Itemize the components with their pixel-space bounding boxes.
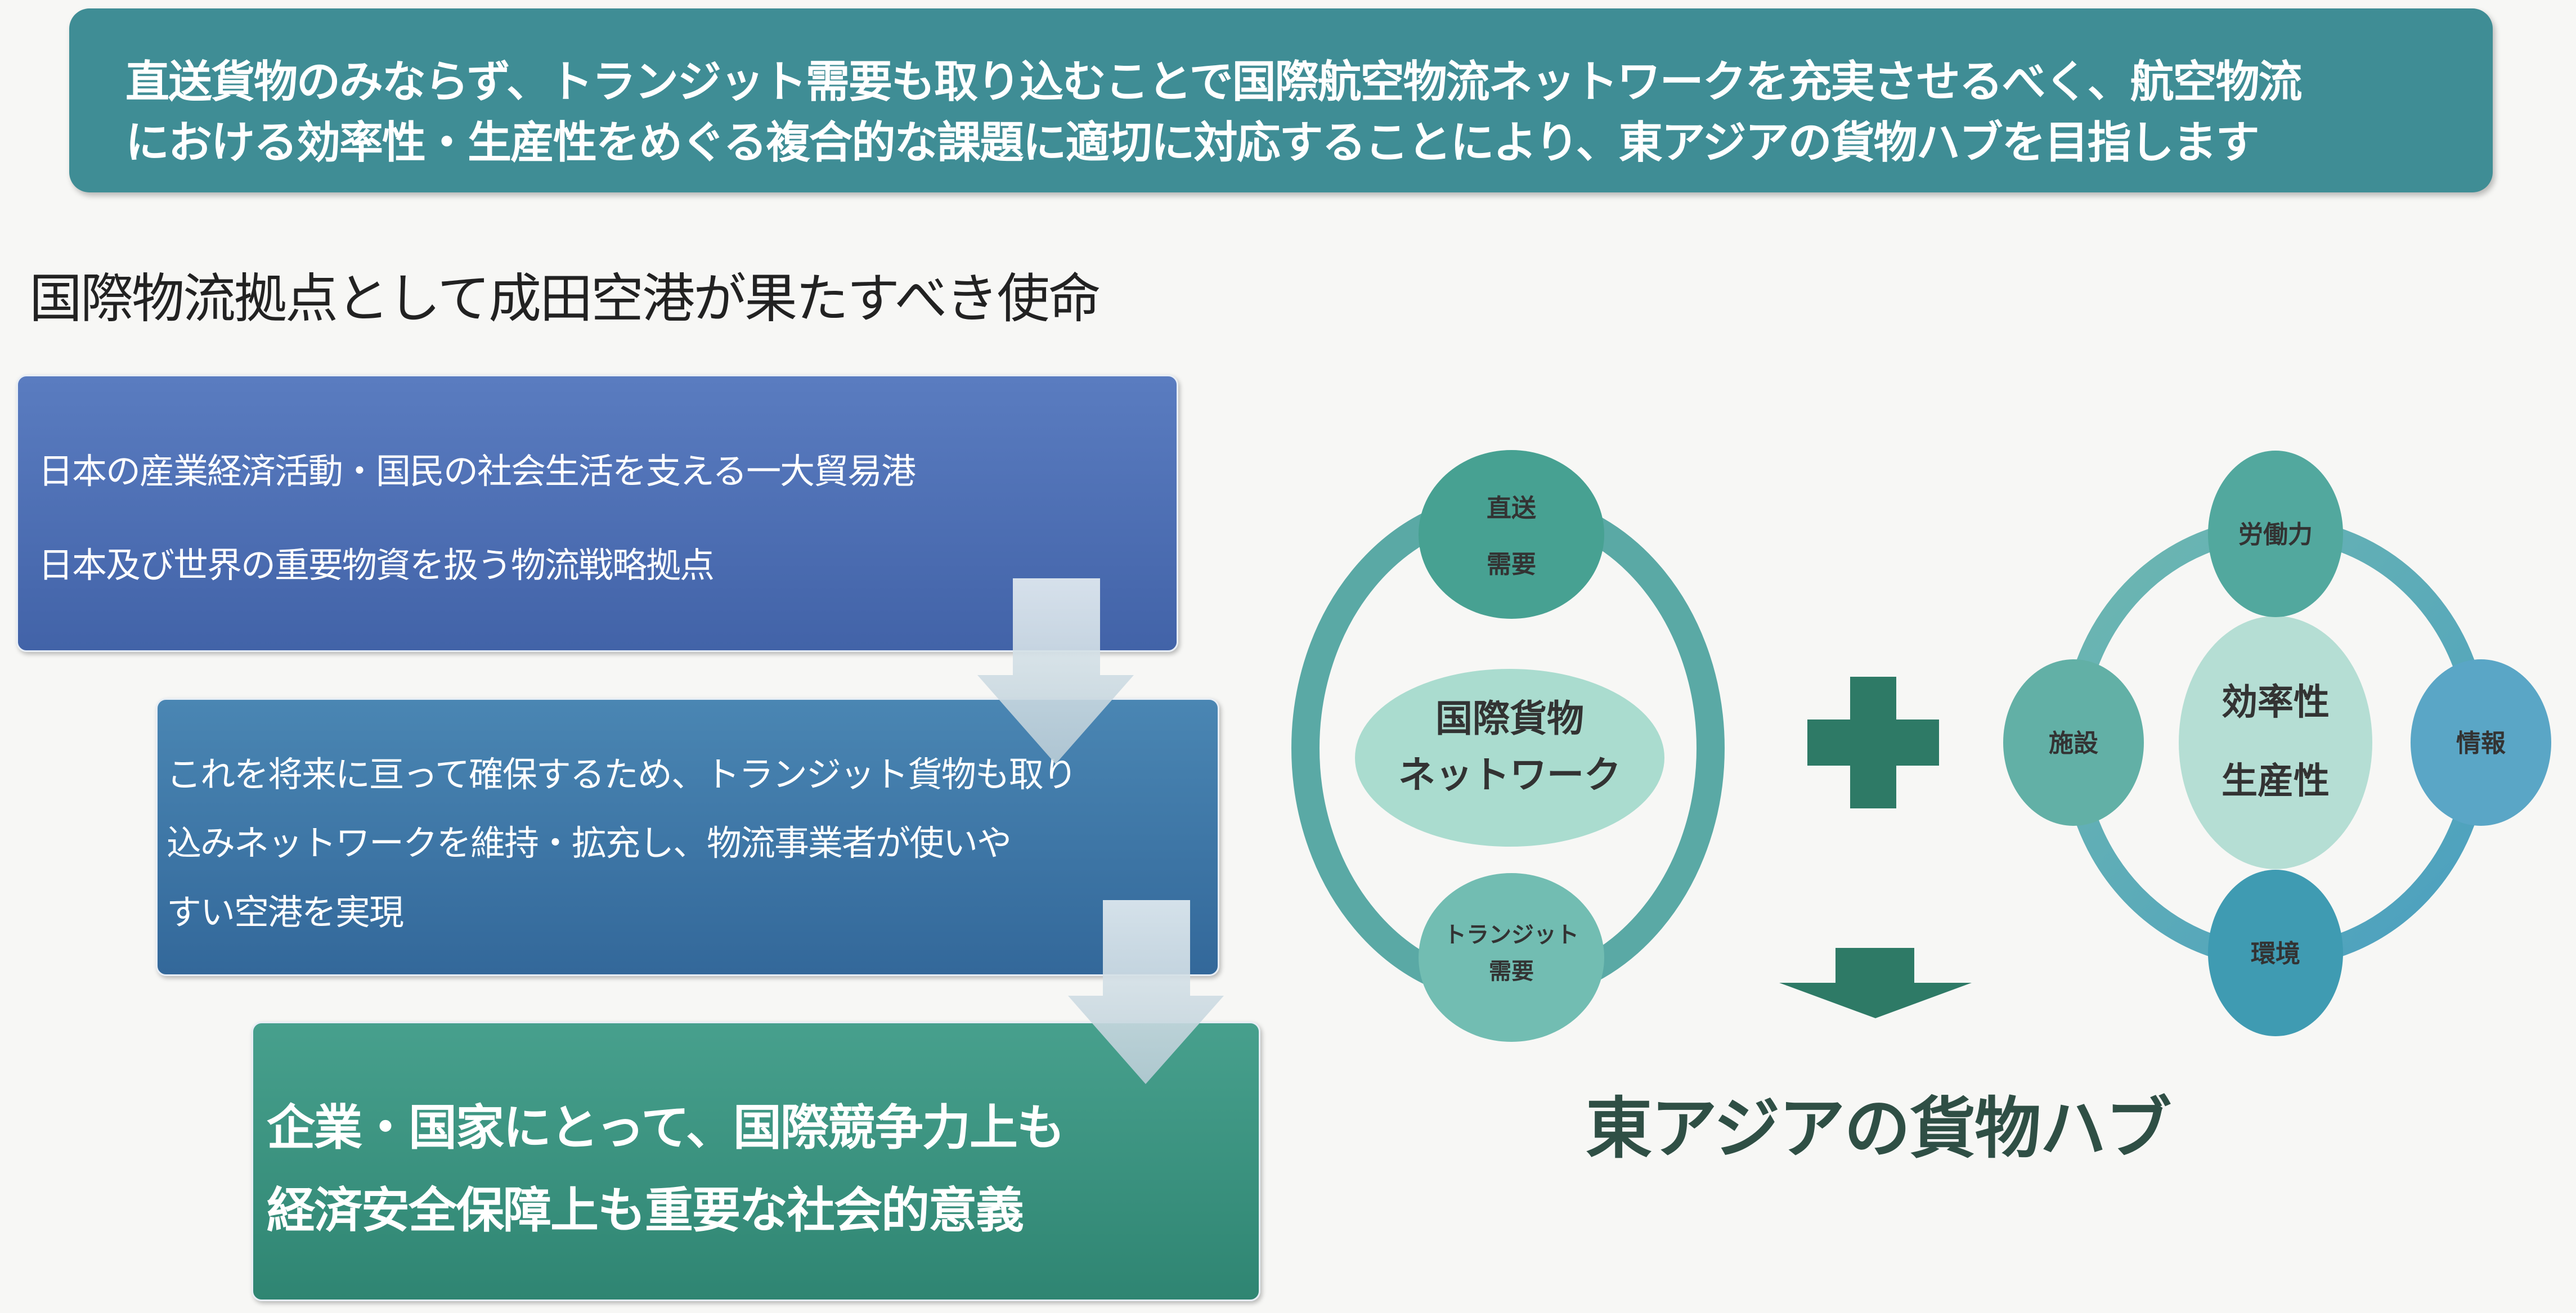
transit-demand-node <box>1419 873 1604 1042</box>
efficiency-center-label: 効率性 <box>2222 682 2330 723</box>
mission-text: 日本及び世界の重要物資を扱う物流戦略拠点 <box>38 545 715 586</box>
direct-demand-label: 需要 <box>1487 550 1536 579</box>
plus-icon <box>1807 677 1939 808</box>
network-center-circle <box>1355 669 1664 847</box>
network-center-label: 国際貨物 <box>1435 697 1584 740</box>
network-ring <box>1291 492 1725 1004</box>
efficiency-center-label: 生産性 <box>2222 761 2330 802</box>
labor-node <box>2208 451 2343 617</box>
network-center-label: ネットワーク <box>1398 753 1621 797</box>
information-node <box>2411 659 2551 826</box>
facility-node <box>2003 659 2144 826</box>
mission-text: 込みネットワークを維持・拡充し、物流事業者が使いや <box>167 822 1012 864</box>
goal-title: 東アジアの貨物ハブ <box>1586 1090 2171 1167</box>
mission-box-2: これを将来に亘って確保するため、トランジット貨物も取り 込みネットワークを維持・… <box>156 698 1219 976</box>
mission-text: 日本の産業経済活動・国民の社会生活を支える一大貿易港 <box>38 451 916 492</box>
information-label: 情報 <box>2456 729 2506 758</box>
efficiency-diagram: 効率性 生産性 労働力 施設 情報 環境 <box>2003 451 2551 1036</box>
transit-demand-label: 需要 <box>1489 959 1534 984</box>
efficiency-center-circle <box>2179 616 2372 869</box>
network-diagram: 国際貨物 ネットワーク 直送 需要 トランジット 需要 <box>1291 450 1725 1042</box>
facility-label: 施設 <box>2049 729 2098 758</box>
mission-conclusion: 企業・国家にとって、国際競争力上も <box>267 1100 1065 1156</box>
transit-demand-label: トランジット <box>1444 922 1579 948</box>
labor-label: 労働力 <box>2238 520 2313 549</box>
direct-demand-label: 直送 <box>1487 494 1536 523</box>
headline-line-1: 直送貨物のみならず、トランジット需要も取り込むことで国際航空物流ネットワークを充… <box>125 57 2303 107</box>
environment-node <box>2208 870 2343 1036</box>
section-title: 国際物流拠点として成田空港が果たすべき使命 <box>29 268 1101 330</box>
mission-box-3: 企業・国家にとって、国際競争力上も 経済安全保障上も重要な社会的意義 <box>252 1022 1260 1301</box>
headline-banner: 直送貨物のみならず、トランジット需要も取り込むことで国際航空物流ネットワークを充… <box>69 8 2493 192</box>
efficiency-ring <box>2062 518 2489 968</box>
environment-label: 環境 <box>2251 939 2300 968</box>
mission-conclusion: 経済安全保障上も重要な社会的意義 <box>267 1182 1024 1239</box>
result-down-arrow-icon <box>1779 948 1972 1018</box>
mission-text: すい空港を実現 <box>167 892 404 933</box>
mission-box-1: 日本の産業経済活動・国民の社会生活を支える一大貿易港 日本及び世界の重要物資を扱… <box>16 375 1178 652</box>
mission-text: これを将来に亘って確保するため、トランジット貨物も取り <box>167 754 1078 795</box>
direct-demand-node <box>1419 450 1604 619</box>
headline-line-2: における効率性・生産性をめぐる複合的な課題に適切に対応することにより、東アジアの… <box>125 118 2260 168</box>
